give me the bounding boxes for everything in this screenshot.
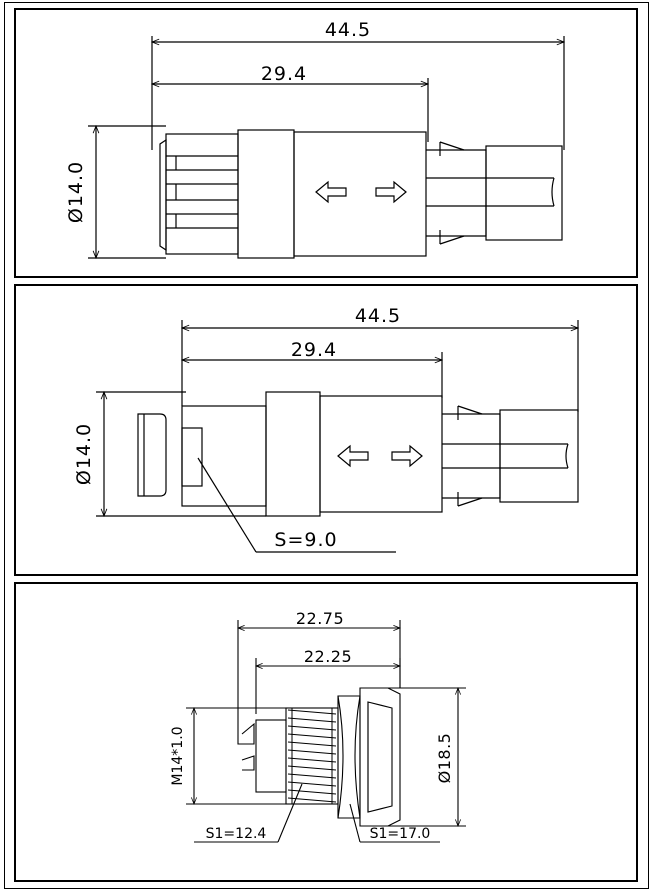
leader-line [277,783,303,843]
dim-body-length: 29.4 [291,339,337,361]
dim-length-inner: 22.25 [304,647,352,666]
view-3-drawing: 22.75 22.25 M14*1.0 Ø18.5 S1=12.4 S1=17.… [170,609,466,843]
view-panel-3: 22.75 22.25 M14*1.0 Ø18.5 S1=12.4 S1=17.… [14,582,638,882]
leader-line [349,803,361,843]
latch-housing [426,149,487,237]
dim-wrench-size: S=9.0 [274,529,337,551]
push-arrow-left-icon [315,180,347,204]
collar [265,391,321,517]
dim-length-outer: 22.75 [296,609,344,628]
push-arrow-right-icon [391,444,423,468]
rear-cap [137,413,167,497]
flange [359,687,401,827]
page-frame [4,2,649,889]
contact-pin [241,755,255,771]
pin-sleeve [499,409,579,503]
hex-section [181,405,267,507]
view-1-drawing: 44.5 29.4 Ø14.0 [65,19,566,260]
push-arrow-right-icon [375,180,407,204]
hex-nut [337,695,361,819]
collar [237,129,295,259]
view-panel-1: 44.5 29.4 Ø14.0 [14,8,638,278]
dim-flange-diameter: Ø18.5 [435,733,454,784]
main-body [319,395,443,513]
dim-wrench-nut: S1=17.0 [370,826,431,842]
dim-wrench-thread: S1=12.4 [206,826,267,842]
dim-diameter: Ø14.0 [73,423,95,485]
grip-end [159,138,167,252]
contact-pin [237,722,255,745]
view-2-drawing: 44.5 29.4 Ø14.0 S=9.0 [73,305,580,553]
dim-body-length: 29.4 [261,63,307,85]
dim-total-length: 44.5 [325,19,371,41]
dim-thread: M14*1.0 [170,726,186,785]
leader-line [197,457,257,553]
rear-body [255,719,287,793]
thread-pattern [287,708,337,804]
knurled-grip [165,133,239,255]
dim-diameter: Ø14.0 [65,161,87,223]
push-arrow-left-icon [337,444,369,468]
view-panel-2: 44.5 29.4 Ø14.0 S=9.0 [14,284,638,576]
threaded-section [285,707,339,805]
main-body [293,131,427,257]
pin-sleeve [485,145,563,241]
dim-total-length: 44.5 [355,305,401,327]
